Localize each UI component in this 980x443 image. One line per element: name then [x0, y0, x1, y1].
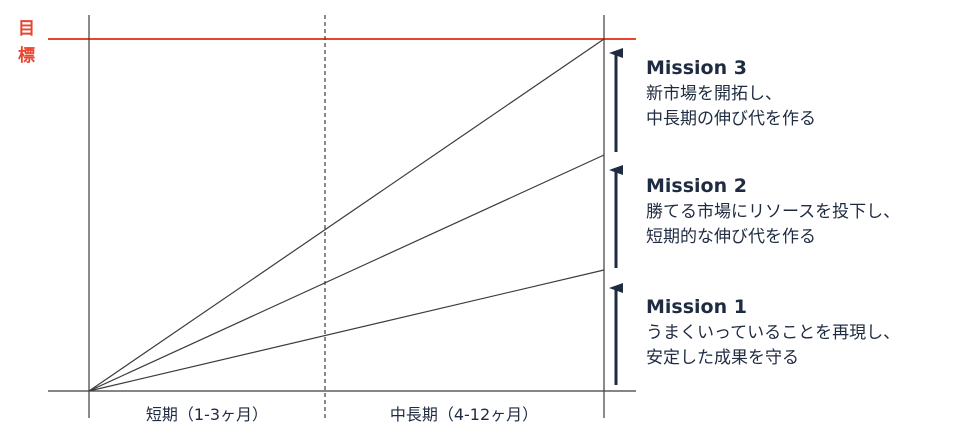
mission-2-desc-line1: 勝てる市場にリソースを投下し、 — [646, 202, 900, 222]
trajectory-mission-3 — [88, 38, 605, 392]
mission-1-desc-line1: うまくいっていることを再現し、 — [646, 323, 900, 343]
mission-3-desc-line1: 新市場を開拓し、 — [646, 84, 782, 104]
trajectory-mission-2 — [88, 154, 605, 392]
mission-1-desc-line2: 安定した成果を守る — [646, 348, 799, 368]
mission-1-title: Mission 1 — [646, 296, 747, 318]
mission-2-desc-line2: 短期的な伸び代を作る — [646, 227, 816, 247]
goal-label-2: 標 — [18, 45, 35, 66]
mission-3-desc-line2: 中長期の伸び代を作る — [646, 109, 816, 129]
mission-2-title: Mission 2 — [646, 175, 747, 197]
goal-label: 目 — [18, 19, 35, 39]
period-label-long: 中長期（4-12ヶ月） — [390, 405, 538, 424]
mission-3-title: Mission 3 — [646, 57, 747, 79]
trajectory-mission-1 — [88, 269, 605, 392]
period-label-short: 短期（1-3ヶ月） — [146, 405, 268, 424]
